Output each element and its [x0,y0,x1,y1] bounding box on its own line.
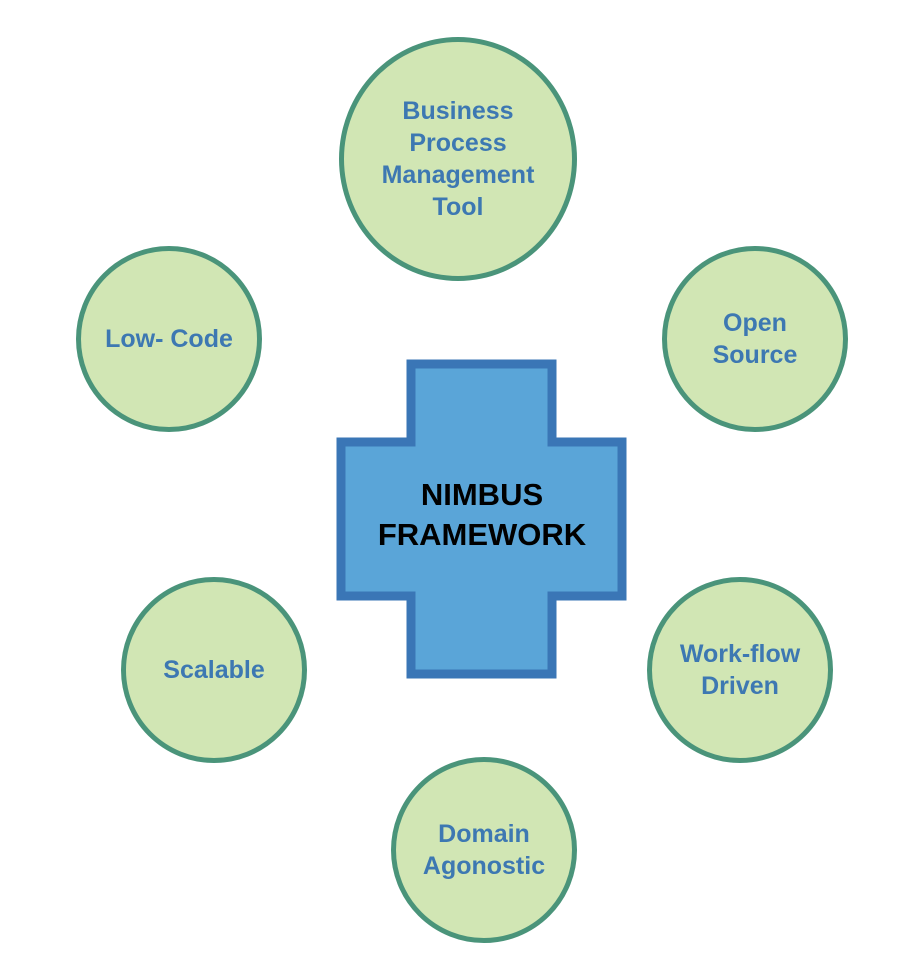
node-label: Low- Code [105,325,233,353]
node-open-source: Open Source [662,246,848,432]
framework-cross [336,359,627,679]
framework-title: NIMBUS FRAMEWORK [377,477,587,552]
node-low-code: Low- Code [76,246,262,432]
node-label: Scalable [163,656,265,684]
node-business-process-management-tool: Business Process Management Tool [339,37,577,281]
node-label: Open Source [712,309,798,369]
node-label: Work-flow Driven [679,640,801,700]
node-scalable: Scalable [121,577,307,763]
node-domain-agnostic: Domain Agonostic [391,757,577,943]
node-work-flow-driven: Work-flow Driven [647,577,833,763]
node-label: Business Process Management Tool [381,97,535,221]
node-label: Domain Agonostic [422,820,546,880]
